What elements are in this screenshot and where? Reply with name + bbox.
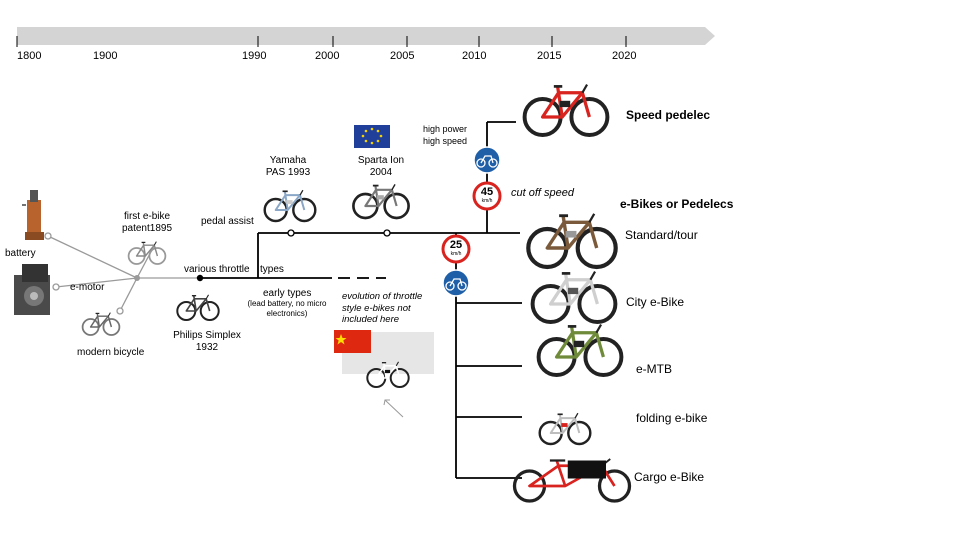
emotor-label: e-motor <box>70 282 105 293</box>
speed-value: 45 <box>480 186 494 198</box>
year-tick: 2000 <box>315 50 340 62</box>
year-tick: 2005 <box>390 50 415 62</box>
pedal-assist-label: pedal assist <box>201 216 254 227</box>
speed-value: 25 <box>449 239 463 251</box>
early-types-note: (lead battery, no micro electronics) <box>247 299 327 318</box>
early-types-label: early types <box>263 288 312 299</box>
category-folding: folding e-bike <box>636 411 708 425</box>
year-tick: 1990 <box>242 50 267 62</box>
modern-bicycle-image <box>81 312 121 336</box>
timeline-bar <box>17 27 715 45</box>
category-city: City e-Bike <box>626 295 685 309</box>
sparta-label: Sparta Ion 2004 <box>357 155 405 178</box>
throttle-ebike-image <box>366 361 410 388</box>
cut-off-label: cut off speed <box>511 187 574 199</box>
speed-unit: km/h <box>481 198 493 204</box>
year-tick: 2010 <box>462 50 487 62</box>
battery-image <box>22 190 44 240</box>
emtb-image <box>536 324 624 377</box>
speed-limit-25-icon <box>441 234 471 264</box>
high-power-label: high power high speed <box>423 124 468 146</box>
china-flag-icon <box>334 330 371 353</box>
year-tick: 1800 <box>17 50 42 62</box>
bicycle-sign-icon <box>442 269 470 297</box>
speed-pedelec-image <box>522 84 610 137</box>
speed-limit-45-icon <box>472 181 502 211</box>
city-ebike-image <box>530 271 618 324</box>
modern-bicycle-label: modern bicycle <box>77 347 145 358</box>
eu-flag-icon <box>354 125 390 148</box>
first-ebike-label: first e-bike patent1895 <box>121 211 173 234</box>
category-ebikes-pedelecs: e-Bikes or Pedelecs <box>620 197 734 211</box>
bicycle-sign-icon <box>473 146 501 174</box>
year-tick: 2020 <box>612 50 637 62</box>
battery-label: battery <box>5 248 36 259</box>
types-label: types <box>260 264 284 275</box>
throttle-note: evolution of throttle style e-bikes not … <box>342 291 423 325</box>
philips-simplex-image <box>176 294 220 321</box>
yamaha-label: Yamaha PAS 1993 <box>265 155 311 178</box>
various-throttle-label: various throttle <box>184 264 250 275</box>
sparta-ion-image <box>352 184 410 220</box>
emotor-image <box>14 264 50 315</box>
category-emtb: e-MTB <box>636 362 672 376</box>
folding-ebike-image <box>538 412 592 446</box>
speed-unit: km/h <box>450 251 462 257</box>
first-ebike-image <box>127 241 167 265</box>
category-cargo: Cargo e-Bike <box>634 470 705 484</box>
yamaha-pas-image <box>263 189 317 223</box>
philips-label: Philips Simplex 1932 <box>173 330 241 353</box>
year-tick: 2015 <box>537 50 562 62</box>
category-speed-pedelec: Speed pedelec <box>626 108 711 122</box>
year-tick: 1900 <box>93 50 118 62</box>
timeline-ticks <box>16 36 627 47</box>
pointer-arrow <box>383 399 404 418</box>
category-standard: Standard/tour <box>625 228 698 242</box>
cargo-ebike-image <box>512 458 632 503</box>
standard-tour-image <box>526 213 618 270</box>
